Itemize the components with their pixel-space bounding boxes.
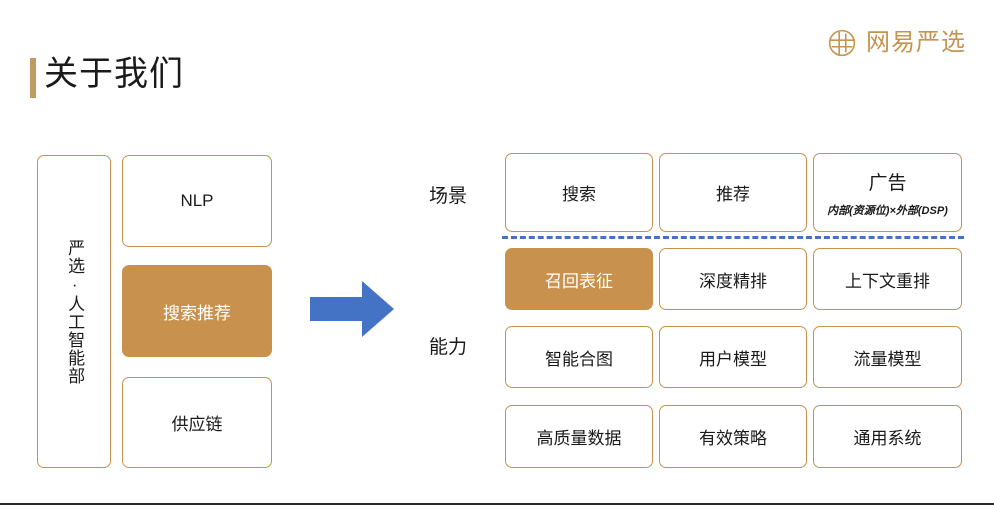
department-card[interactable]: 严选·人工智能部 <box>37 155 111 468</box>
capability-card-smart-composition[interactable]: 智能合图 <box>505 326 653 388</box>
team-card-label: 搜索推荐 <box>163 303 231 323</box>
capability-card-label: 通用系统 <box>853 429 922 448</box>
capability-card-general-system[interactable]: 通用系统 <box>813 405 962 468</box>
team-card-search-recommend[interactable]: 搜索推荐 <box>122 265 272 357</box>
capability-card-recall-representation[interactable]: 召回表征 <box>505 248 653 310</box>
scenario-card-search[interactable]: 搜索 <box>505 153 653 232</box>
team-card-nlp[interactable]: NLP <box>122 155 272 247</box>
title-accent-bar <box>30 58 36 98</box>
capability-card-label: 深度精排 <box>699 271 767 291</box>
scenario-card-label: 搜索 <box>562 185 596 204</box>
page-title: 关于我们 <box>44 55 184 93</box>
scenario-card-subtitle: 内部(资源位)×外部(DSP) <box>827 204 948 217</box>
capability-card-user-model[interactable]: 用户模型 <box>659 326 807 388</box>
section-divider <box>502 236 964 239</box>
capability-card-label: 智能合图 <box>545 349 613 369</box>
capability-card-effective-strategy[interactable]: 有效策略 <box>659 405 807 468</box>
capability-card-label: 上下文重排 <box>845 271 930 291</box>
scenario-card-recommend[interactable]: 推荐 <box>659 153 807 232</box>
team-card-label: 供应链 <box>171 415 223 434</box>
capability-card-traffic-model[interactable]: 流量模型 <box>813 326 962 388</box>
capability-card-label: 流量模型 <box>853 349 922 369</box>
capability-card-label: 高质量数据 <box>536 429 622 448</box>
scenario-card-label: 推荐 <box>716 185 750 204</box>
circle-grid-logo-icon <box>828 29 856 57</box>
capability-card-context-rerank[interactable]: 上下文重排 <box>813 248 962 310</box>
scenario-card-advertising[interactable]: 广告 内部(资源位)×外部(DSP) <box>813 153 962 232</box>
capability-card-high-quality-data[interactable]: 高质量数据 <box>505 405 653 468</box>
bottom-rule <box>0 503 994 505</box>
capability-card-label: 有效策略 <box>699 429 767 448</box>
capability-card-deep-ranking[interactable]: 深度精排 <box>659 248 807 310</box>
section-label-capability: 能力 <box>429 337 468 358</box>
brand-name: 网易严选 <box>866 29 966 56</box>
scenario-card-label: 广告 <box>868 172 907 194</box>
capability-card-label: 用户模型 <box>699 349 767 369</box>
team-card-label: NLP <box>180 191 214 210</box>
team-card-supply-chain[interactable]: 供应链 <box>122 377 272 468</box>
brand-logo: 网易严选 <box>827 28 966 58</box>
right-arrow-icon <box>310 281 394 337</box>
section-label-scenario: 场景 <box>429 186 468 207</box>
capability-card-label: 召回表征 <box>545 271 613 291</box>
department-label: 严选·人工智能部 <box>65 238 85 385</box>
